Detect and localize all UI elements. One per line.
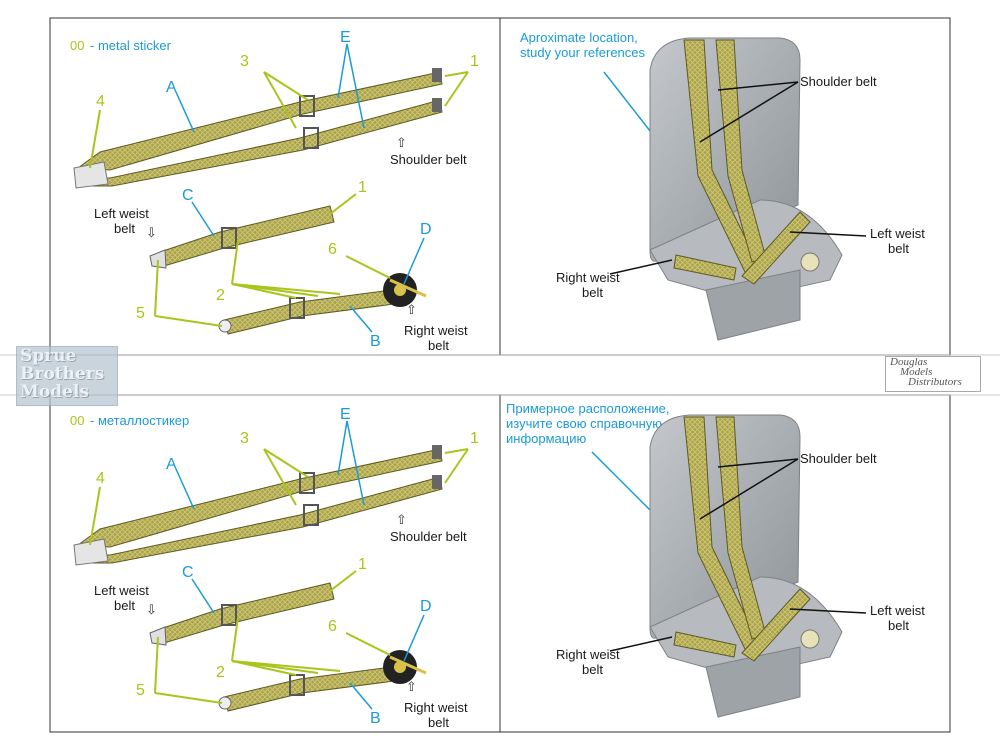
logo-line: Models: [900, 366, 933, 378]
shoulder-belt-label: Shoulder belt: [390, 152, 467, 167]
number-3: 3: [240, 430, 249, 447]
letter-B: B: [370, 710, 381, 727]
belt-strap: [741, 211, 811, 285]
left-waist-belt: [159, 582, 335, 644]
arrow-up-icon: ⇧: [396, 512, 407, 527]
number-6: 6: [328, 618, 337, 635]
seat-left-waist-label: belt: [888, 618, 909, 633]
logo-line: Distributors: [908, 376, 962, 388]
seat-base: [705, 646, 801, 718]
letter-C: C: [182, 564, 194, 581]
number-5: 5: [136, 682, 145, 699]
left-waist-belt: [159, 205, 335, 267]
location-note: Aproximate location,: [520, 30, 638, 45]
letter-A: A: [166, 456, 177, 473]
location-note: информацию: [506, 431, 586, 446]
legend-text: - metal sticker: [90, 38, 172, 53]
number-1: 1: [470, 53, 479, 70]
letter-A: A: [166, 79, 177, 96]
left-waist-label: belt: [114, 221, 135, 236]
arrow-up-icon: ⇧: [406, 679, 417, 694]
arrow-down-icon: ⇩: [146, 602, 157, 617]
location-note: Примерное расположение,: [506, 401, 669, 416]
arrow-down-icon: ⇩: [146, 225, 157, 240]
seat-right-waist-label: belt: [582, 285, 603, 300]
right-waist-label: belt: [428, 338, 449, 353]
arrow-up-icon: ⇧: [406, 302, 417, 317]
letter-D: D: [420, 598, 432, 615]
letter-E: E: [340, 29, 351, 46]
seat-base: [705, 269, 801, 341]
watermark-line: Sprue: [20, 346, 77, 366]
seat-left-waist-label: Left weist: [870, 603, 925, 618]
number-2: 2: [216, 287, 225, 304]
distributor-logo: Douglas Models Distributors: [885, 356, 981, 392]
right-waist-label: Right weist: [404, 323, 468, 338]
location-note: study your references: [520, 45, 646, 60]
shoulder-belt-label: Shoulder belt: [390, 529, 467, 544]
seat-shoulder-label: Shoulder belt: [800, 451, 877, 466]
seat-shoulder-label: Shoulder belt: [800, 74, 877, 89]
left-waist-label: Left weist: [94, 206, 149, 221]
arrow-up-icon: ⇧: [396, 135, 407, 150]
number-5: 5: [136, 305, 145, 322]
metal-tip-4: [73, 161, 109, 189]
left-waist-label: belt: [114, 598, 135, 613]
letter-B: B: [370, 333, 381, 350]
number-1: 1: [358, 179, 367, 196]
watermark-line: Brothers: [20, 364, 105, 384]
number-1: 1: [470, 430, 479, 447]
number-4: 4: [96, 93, 105, 110]
legend-code: 00: [70, 38, 84, 53]
sprue-brothers-watermark: Sprue Brothers Models: [16, 346, 118, 406]
watermark-line: Models: [20, 382, 89, 402]
seat-left-waist-label: Left weist: [870, 226, 925, 241]
number-4: 4: [96, 470, 105, 487]
seat-right-waist-label: Right weist: [556, 270, 620, 285]
left-waist-label: Left weist: [94, 583, 149, 598]
seat-left-waist-label: belt: [888, 241, 909, 256]
seat-right-waist-label: belt: [582, 662, 603, 677]
belt-strap: [673, 254, 737, 281]
number-6: 6: [328, 241, 337, 258]
belt-strap: [673, 631, 737, 658]
legend-text: - металлостикер: [90, 413, 189, 428]
belt-strap: [741, 588, 811, 662]
logo-line: Douglas: [890, 356, 928, 368]
top-belt-parts: 00 - metal sticker: [70, 29, 479, 353]
bottom-seat-view: Примерное расположение, изучите свою спр…: [506, 401, 925, 718]
right-waist-label: Right weist: [404, 700, 468, 715]
seat-right-waist-label: Right weist: [556, 647, 620, 662]
legend-code: 00: [70, 413, 84, 428]
right-waist-label: belt: [428, 715, 449, 730]
letter-C: C: [182, 187, 194, 204]
location-note: изучите свою справочную: [506, 416, 662, 431]
number-3: 3: [240, 53, 249, 70]
number-1: 1: [358, 556, 367, 573]
metal-tip-4: [73, 538, 109, 566]
letter-E: E: [340, 406, 351, 423]
number-2: 2: [216, 664, 225, 681]
bottom-belt-parts: 00 - металлостикер: [70, 406, 479, 730]
top-seat-view: Aproximate location, study your referenc…: [520, 30, 925, 341]
letter-D: D: [420, 221, 432, 238]
